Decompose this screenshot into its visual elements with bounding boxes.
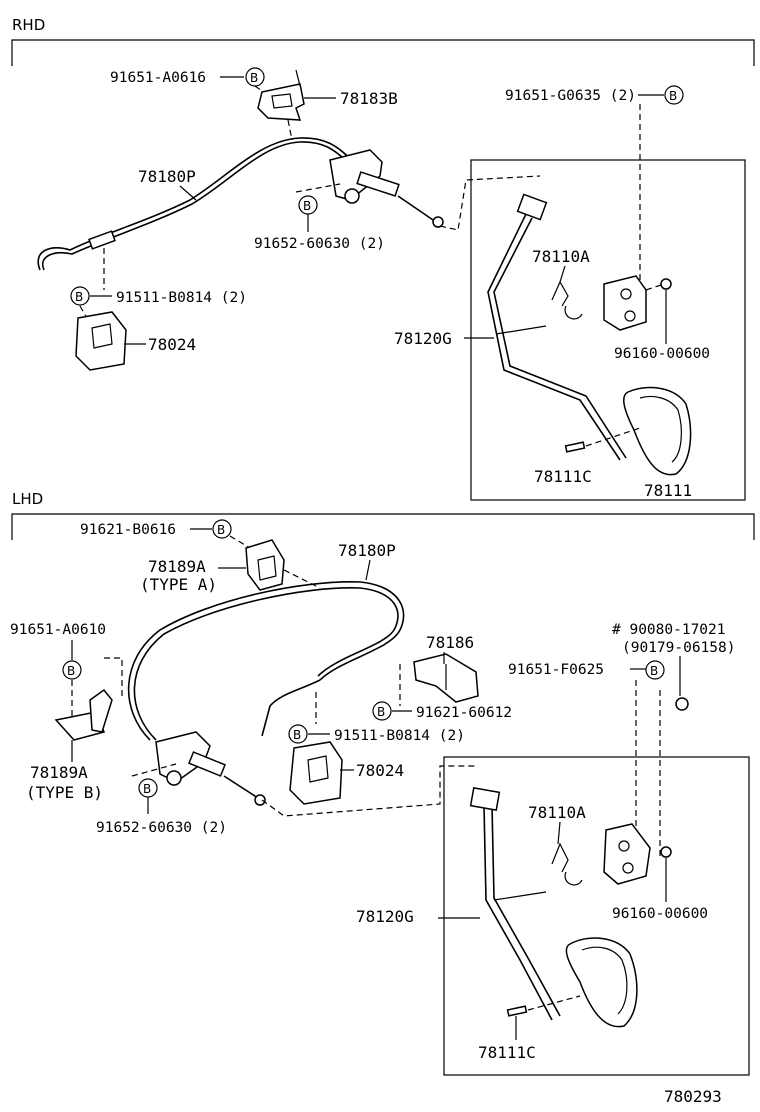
label-91651-A0616: 91651-A0616 [110, 70, 206, 86]
bolt-marker-b: B [62, 660, 82, 680]
svg-text:B: B [650, 664, 658, 678]
svg-text:B: B [143, 782, 151, 796]
label-type-b: (TYPE B) [26, 783, 103, 802]
bolt-marker-b: B [372, 701, 392, 721]
bolt-marker-b: B [288, 724, 308, 744]
lhd-pedal-box [443, 756, 750, 1076]
section-title-rhd: RHD [12, 16, 45, 34]
label-91651-G0635: 91651-G0635 (2) [505, 88, 636, 104]
label-78110A-rhd: 78110A [532, 247, 590, 266]
label-78024-rhd: 78024 [148, 335, 196, 354]
pedal-arm-78120G [487, 193, 627, 461]
label-91511-B0814-rhd: 91511-B0814 (2) [116, 290, 247, 306]
svg-text:B: B [377, 705, 385, 719]
svg-text:B: B [67, 664, 75, 678]
label-78183B: 78183B [340, 89, 398, 108]
label-91621-B0616: 91621-B0616 [80, 522, 176, 538]
bolt-marker-b: B [212, 519, 232, 539]
pedal-pad-lhd [565, 937, 638, 1028]
label-91621-60612: 91621-60612 [416, 705, 512, 721]
pedal-bracket-part [603, 275, 647, 331]
lhd-frame [11, 513, 755, 540]
cable-bracket-assembly [329, 149, 444, 228]
section-title-lhd: LHD [12, 490, 43, 508]
label-78189A-type-a: 78189A [148, 557, 206, 576]
cable-bracket-assembly-lhd [155, 731, 266, 806]
label-91511-B0814-lhd: 91511-B0814 (2) [334, 728, 465, 744]
pedal-pad-78111 [623, 386, 692, 476]
clip-90080-17021 [675, 697, 689, 711]
pedal-arm-78120G-lhd [469, 787, 561, 1021]
label-91651-F0625: 91651-F0625 [508, 662, 604, 678]
bracket-78189A-type-a [245, 539, 285, 591]
label-78180P-rhd: 78180P [138, 167, 196, 186]
svg-text:B: B [217, 523, 225, 537]
label-78120G-rhd: 78120G [394, 329, 452, 348]
diagram-number: 780293 [664, 1087, 722, 1106]
pedal-bracket-part-lhd [603, 823, 651, 885]
cable-to-pedal-link-lhd [261, 765, 476, 817]
clip-96160-00600-lhd [660, 846, 672, 858]
clip-96160-00600 [660, 278, 672, 290]
svg-text:B: B [303, 199, 311, 213]
bolt-marker-b: B [664, 85, 684, 105]
label-96160-00600-lhd: 96160-00600 [612, 906, 708, 922]
label-91652-60630: 91652-60630 (2) [254, 236, 385, 252]
label-78110A-lhd: 78110A [528, 803, 586, 822]
bolt-marker-b: B [645, 660, 665, 680]
rhd-pedal-box [470, 159, 746, 501]
return-spring-78110A-lhd [551, 842, 583, 886]
bracket-78024-part [75, 311, 127, 371]
return-spring-78110A [551, 280, 583, 320]
bolt-marker-b: B [138, 778, 158, 798]
svg-text:B: B [75, 290, 83, 304]
label-78111C-rhd: 78111C [534, 467, 592, 486]
label-91651-A0610: 91651-A0610 [10, 622, 106, 638]
bracket-78183B-part [257, 69, 305, 121]
bolt-marker-b: B [245, 67, 265, 87]
label-type-a: (TYPE A) [140, 575, 217, 594]
bolt-marker-b: B [70, 286, 90, 306]
label-78180P-lhd: 78180P [338, 541, 396, 560]
label-78186: 78186 [426, 633, 474, 652]
svg-text:B: B [250, 71, 258, 85]
label-78024-lhd: 78024 [356, 761, 404, 780]
label-96160-00600-rhd: 96160-00600 [614, 346, 710, 362]
accelerator-cable [37, 137, 353, 271]
cable-to-pedal-link [439, 175, 541, 231]
pin-78111C-lhd [506, 1005, 528, 1017]
rhd-frame [11, 39, 755, 66]
pin-78111C [564, 441, 586, 453]
label-78111C-lhd: 78111C [478, 1043, 536, 1062]
bracket-78189A-type-b [54, 688, 113, 741]
bolt-marker-b: B [298, 195, 318, 215]
accelerator-cable-lhd [127, 581, 405, 741]
label-78189A-type-b: 78189A [30, 763, 88, 782]
label-78120G-lhd: 78120G [356, 907, 414, 926]
label-78111: 78111 [644, 481, 692, 500]
svg-text:B: B [293, 728, 301, 742]
label-91652-60630-lhd: 91652-60630 (2) [96, 820, 227, 836]
svg-text:B: B [669, 89, 677, 103]
label-90080-17021: # 90080-17021 [612, 622, 726, 638]
bracket-78186-part [413, 653, 479, 703]
bracket-78024-part-lhd [289, 741, 343, 805]
label-90179-06158: (90179-06158) [622, 640, 736, 656]
